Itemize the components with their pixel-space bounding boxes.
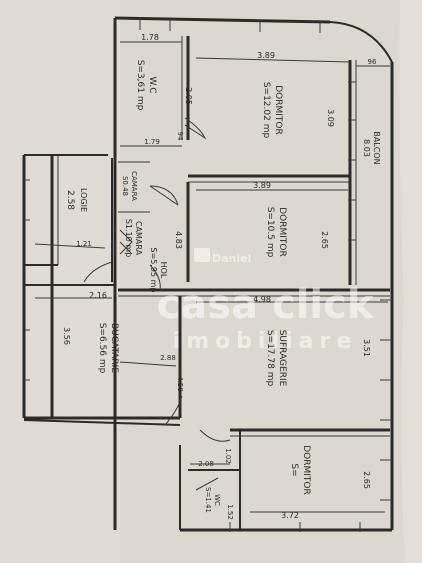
room-name: BALCON [372,131,381,164]
room-area: S=6.56 mp [97,323,107,374]
door-swings [83,117,231,491]
room-area: S=1.41 [204,487,212,513]
dim-1: 1.78 [141,33,159,42]
room-area: S=17.78 mp [265,330,275,387]
room-camara-1: CAMARA S0.48 [121,171,138,201]
exterior-walls [22,16,394,532]
room-area: S=5.95 mp [149,247,158,292]
dimension-labels: 1.78 3.89 96 2.05 3.09 1.79 3.89 94 2.65… [62,33,377,520]
dim-2: 3.89 [257,51,275,60]
dim-13: 4.98 [253,295,271,304]
room-balcon: BALCON 8.03 [362,131,381,164]
room-name: DORMITOR [277,207,287,257]
dim-12: 2.16 [89,291,107,300]
room-area: S=3,61 mp [135,60,145,111]
dim-21: 3.72 [281,511,299,520]
room-name: HOL [159,262,168,279]
room-name: SUFRAGERIE [277,330,287,387]
dim-8: 94 [176,132,184,141]
dim-17: 4.58 [176,376,184,392]
room-area: 8.03 [362,139,371,157]
room-camara-2: CAMARA S1.10 mp [124,219,143,257]
room-name: W.C [147,76,157,93]
paper-light-area [0,0,120,563]
dim-18: 2.08 [198,460,214,468]
dim-6: 1.79 [144,138,160,146]
room-wc: W.C S=3,61 mp [135,60,157,111]
room-logie: LOGIE 2.58 [65,188,88,212]
dim-3: 96 [368,58,377,66]
room-area: S1.10 mp [124,219,133,257]
dim-14: 3.51 [362,339,371,357]
watermark-brand: casa click [157,282,375,328]
watermark-sub: imobiliare [173,329,358,354]
interior-walls [24,36,392,530]
room-area: S=10.5 mp [265,207,275,258]
room-area: S0.48 [121,176,129,196]
room-dormitor-3: DORMITOR S= [289,445,311,495]
room-name: CAMARA [134,221,143,256]
room-name: LOGIE [79,188,88,212]
dim-15: 3.56 [62,327,71,345]
room-hol: HOL S=5.95 mp [149,247,168,292]
room-area: S= [289,463,299,476]
dim-22: 1.52 [226,504,234,520]
dim-5: 3.09 [326,109,335,127]
room-wc-2: WC S=1.41 [204,487,221,513]
room-name: DORMITOR [273,85,283,135]
room-sufragerie: SUFRAGERIE S=17.78 mp [265,330,287,387]
dimension-lines [34,41,390,513]
room-area: S=12.02 mp [261,82,271,139]
watermark-agent: Daniel [212,252,251,265]
dim-16: 2.88 [160,354,176,362]
dim-10: 4.83 [174,231,183,249]
room-dormitor-1: DORMITOR S=12.02 mp [261,82,283,139]
dim-11: 1.21 [76,240,92,248]
room-dormitor-2: DORMITOR S=10.5 mp [265,207,287,258]
room-name: WC [213,494,221,506]
room-name: BUCATARIE [109,323,119,373]
paper-edge [399,0,422,563]
watermark-logo-icon [194,248,210,262]
dim-7: 3.89 [253,181,271,190]
dim-4: 2.05 [184,87,193,105]
room-area: 2.58 [65,190,75,210]
room-name: CAMARA [130,171,138,201]
windows [25,18,361,532]
dim-20: 2.65 [362,471,371,489]
watermark: Daniel casa click imobiliare [157,248,375,354]
room-name: DORMITOR [301,445,311,495]
dim-9: 2.65 [320,231,329,249]
dim-19: 1.02 [224,448,232,464]
room-bucatarie: BUCATARIE S=6.56 mp [97,323,119,374]
